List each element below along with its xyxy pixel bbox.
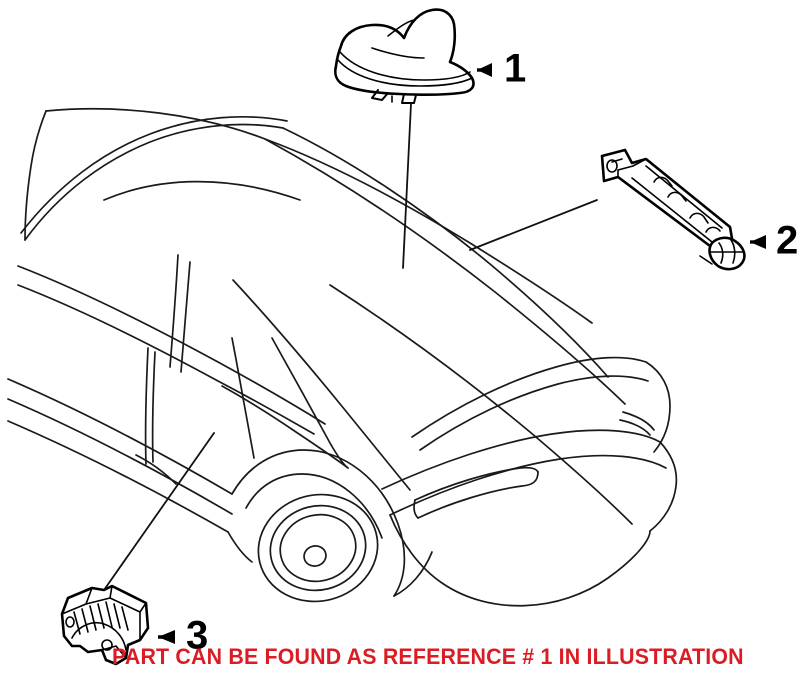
part-1-roof-antenna[interactable] xyxy=(334,8,475,104)
leader-line-part-2 xyxy=(469,199,598,251)
callout-1-number: 1 xyxy=(504,47,526,91)
leader-line-part-1 xyxy=(402,103,412,269)
callout-1[interactable]: 1 xyxy=(477,47,526,91)
vehicle-line-art xyxy=(7,107,678,607)
callout-3[interactable]: 3 xyxy=(158,614,208,658)
part-3-antenna-amplifier[interactable] xyxy=(60,584,150,666)
leader-line-part-3 xyxy=(103,432,215,591)
callout-3-number: 3 xyxy=(186,614,208,658)
callout-2-number: 2 xyxy=(776,219,798,263)
callout-2[interactable]: 2 xyxy=(750,219,798,263)
part-2-antenna-bracket[interactable] xyxy=(600,148,746,271)
reference-note: PART CAN BE FOUND AS REFERENCE # 1 IN IL… xyxy=(112,644,744,669)
